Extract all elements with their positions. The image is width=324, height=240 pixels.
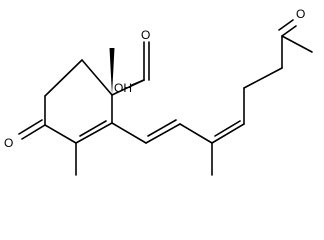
bond-c4-o-double <box>18 119 43 135</box>
atom-label-ring-o: O <box>4 136 13 150</box>
bond-c6-ch <box>111 122 147 144</box>
atom-label-chain-o: O <box>296 7 305 21</box>
bond-ch-c-methyl <box>179 123 213 144</box>
atom-label-acid-o: O <box>141 28 150 42</box>
bond-cz-double-2 <box>214 120 241 137</box>
bond-c2-c3 <box>44 59 83 97</box>
bond-ketone-c-o-double <box>278 19 294 31</box>
bond-ketone-c-o <box>281 25 297 37</box>
bond-ketone-methyl <box>281 35 313 53</box>
bond-ch-ch-double-2 <box>147 119 177 137</box>
bond-cooh-oh <box>131 79 145 86</box>
side-chain <box>111 19 313 176</box>
bond-c5-c6-inner <box>79 120 107 137</box>
bond-c4-c5 <box>44 124 77 144</box>
atom-label-acid-oh: OH <box>114 81 132 95</box>
carboxylic-acid <box>111 41 150 96</box>
ring-bonds <box>44 59 113 144</box>
bond-cz-double <box>211 123 245 144</box>
bond-c5-c6 <box>75 122 113 144</box>
chemical-structure: O O OH O <box>4 7 313 176</box>
bond-ch-ch-double <box>145 123 181 144</box>
bond-ch2-2 <box>243 67 283 89</box>
ring-ketone <box>18 119 46 140</box>
bond-c4-o <box>21 124 46 140</box>
bond-c1-c2 <box>81 59 113 96</box>
wedge-bond-methyl <box>109 48 115 95</box>
